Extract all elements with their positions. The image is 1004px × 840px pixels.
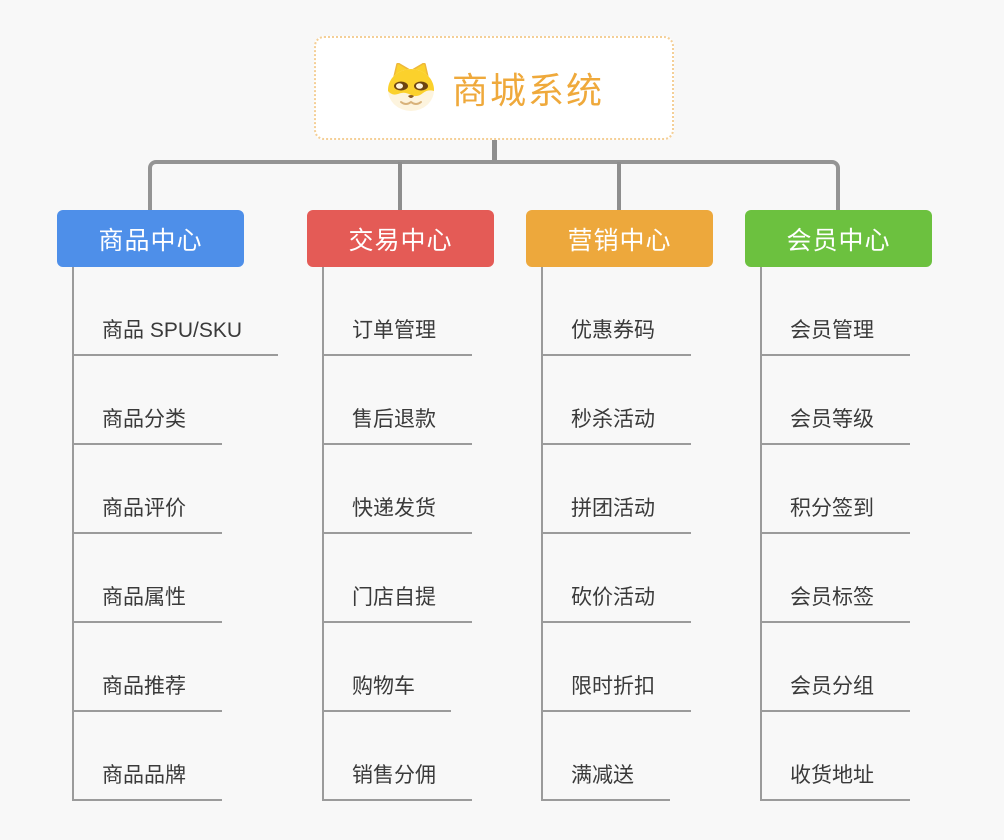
child-row: 优惠券码 [543, 267, 776, 356]
child-node[interactable]: 秒杀活动 [543, 403, 691, 445]
child-node[interactable]: 会员标签 [762, 581, 910, 623]
branch-bracket-connector [148, 160, 840, 210]
child-node[interactable]: 满减送 [543, 759, 670, 801]
child-row: 积分签到 [762, 445, 995, 534]
child-row: 会员管理 [762, 267, 995, 356]
child-node[interactable]: 限时折扣 [543, 670, 691, 712]
child-row: 商品评价 [74, 445, 307, 534]
child-row: 拼团活动 [543, 445, 776, 534]
child-row: 商品分类 [74, 356, 307, 445]
child-row: 秒杀活动 [543, 356, 776, 445]
branch-drop-connector [398, 162, 402, 210]
child-node[interactable]: 门店自提 [324, 581, 472, 623]
branch-column: 会员中心 会员管理 会员等级 积分签到 会员标签 会员分组 收货地址 [745, 210, 995, 801]
child-row: 会员等级 [762, 356, 995, 445]
branch-column: 商品中心 商品 SPU/SKU 商品分类 商品评价 商品属性 商品推荐 商品品牌 [57, 210, 307, 801]
child-row: 会员分组 [762, 623, 995, 712]
child-node[interactable]: 会员管理 [762, 314, 910, 356]
child-node[interactable]: 销售分佣 [324, 759, 472, 801]
child-node[interactable]: 拼团活动 [543, 492, 691, 534]
child-node[interactable]: 订单管理 [324, 314, 472, 356]
child-node[interactable]: 商品评价 [74, 492, 222, 534]
child-row: 满减送 [543, 712, 776, 801]
child-row: 订单管理 [324, 267, 557, 356]
child-node[interactable]: 购物车 [324, 670, 451, 712]
child-node[interactable]: 积分签到 [762, 492, 910, 534]
branch-node-3[interactable]: 营销中心 [526, 210, 713, 267]
child-row: 砍价活动 [543, 534, 776, 623]
child-row: 商品 SPU/SKU [74, 267, 307, 356]
child-row: 门店自提 [324, 534, 557, 623]
child-node[interactable]: 快递发货 [324, 492, 472, 534]
child-row: 商品属性 [74, 534, 307, 623]
child-row: 销售分佣 [324, 712, 557, 801]
child-row: 商品推荐 [74, 623, 307, 712]
child-row: 快递发货 [324, 445, 557, 534]
child-node[interactable]: 会员分组 [762, 670, 910, 712]
child-node[interactable]: 砍价活动 [543, 581, 691, 623]
branch-node-4[interactable]: 会员中心 [745, 210, 932, 267]
branch-children: 商品 SPU/SKU 商品分类 商品评价 商品属性 商品推荐 商品品牌 [72, 267, 307, 801]
root-node[interactable]: 商城系统 [314, 36, 674, 140]
child-node[interactable]: 商品品牌 [74, 759, 222, 801]
branch-children: 订单管理 售后退款 快递发货 门店自提 购物车 销售分佣 [322, 267, 557, 801]
dog-face-icon [384, 62, 438, 113]
branch-drop-connector [617, 162, 621, 210]
child-row: 限时折扣 [543, 623, 776, 712]
root-stem-connector [492, 140, 497, 162]
child-node[interactable]: 商品属性 [74, 581, 222, 623]
child-node[interactable]: 会员等级 [762, 403, 910, 445]
child-node[interactable]: 优惠券码 [543, 314, 691, 356]
child-node[interactable]: 售后退款 [324, 403, 472, 445]
child-row: 会员标签 [762, 534, 995, 623]
branch-children: 会员管理 会员等级 积分签到 会员标签 会员分组 收货地址 [760, 267, 995, 801]
child-node[interactable]: 商品分类 [74, 403, 222, 445]
root-title: 商城系统 [451, 70, 604, 111]
child-node[interactable]: 商品推荐 [74, 670, 222, 712]
child-row: 售后退款 [324, 356, 557, 445]
branch-column: 营销中心 优惠券码 秒杀活动 拼团活动 砍价活动 限时折扣 满减送 [526, 210, 776, 801]
child-row: 收货地址 [762, 712, 995, 801]
branch-children: 优惠券码 秒杀活动 拼团活动 砍价活动 限时折扣 满减送 [541, 267, 776, 801]
branch-column: 交易中心 订单管理 售后退款 快递发货 门店自提 购物车 销售分佣 [307, 210, 557, 801]
child-row: 商品品牌 [74, 712, 307, 801]
branch-node-2[interactable]: 交易中心 [307, 210, 494, 267]
child-row: 购物车 [324, 623, 557, 712]
child-node[interactable]: 收货地址 [762, 759, 910, 801]
child-node[interactable]: 商品 SPU/SKU [74, 314, 279, 356]
branch-node-1[interactable]: 商品中心 [57, 210, 244, 267]
